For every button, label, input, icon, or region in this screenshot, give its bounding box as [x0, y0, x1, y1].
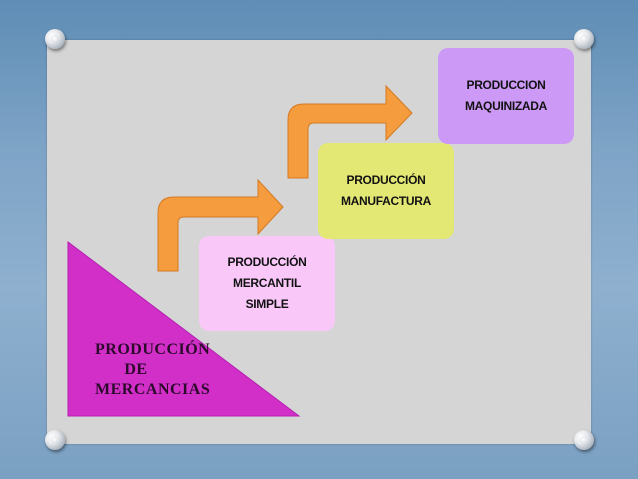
bent-arrow-2 [287, 84, 413, 179]
step-label-line: PRODUCCION [466, 78, 546, 92]
base-triangle [67, 240, 301, 417]
step-label-line: MAQUINIZADA [464, 99, 548, 113]
base-triangle-label: PRODUCCIÓN DE MERCANCIAS [95, 340, 211, 400]
pushpin-top-left-icon [45, 29, 65, 49]
step-label-mercantil: PRODUCCIÓN MERCANTIL SIMPLE [199, 236, 335, 331]
pushpin-top-right-icon [574, 29, 594, 49]
pushpin-bottom-right-icon [574, 430, 594, 450]
step-label-manufactura: PRODUCCIÓN MANUFACTURA [318, 143, 454, 239]
step-label-line: MANUFACTURA [340, 194, 432, 208]
step-label-line: PRODUCCIÓN [346, 173, 426, 187]
pushpin-bottom-left-icon [45, 430, 65, 450]
step-label-line: SIMPLE [245, 297, 289, 311]
bent-arrow-1 [157, 178, 284, 272]
base-label-line: PRODUCCIÓN [95, 341, 211, 358]
step-box-manufactura [318, 143, 454, 239]
step-label-maquinizada: PRODUCCION MAQUINIZADA [438, 48, 574, 144]
base-label-line: DE [124, 361, 148, 378]
step-box-mercantil [199, 236, 335, 331]
step-label-line: PRODUCCIÓN [227, 255, 307, 269]
step-label-line: MERCANTIL [233, 276, 301, 290]
step-box-maquinizada [438, 48, 574, 144]
base-label-line: MERCANCIAS [95, 381, 211, 398]
